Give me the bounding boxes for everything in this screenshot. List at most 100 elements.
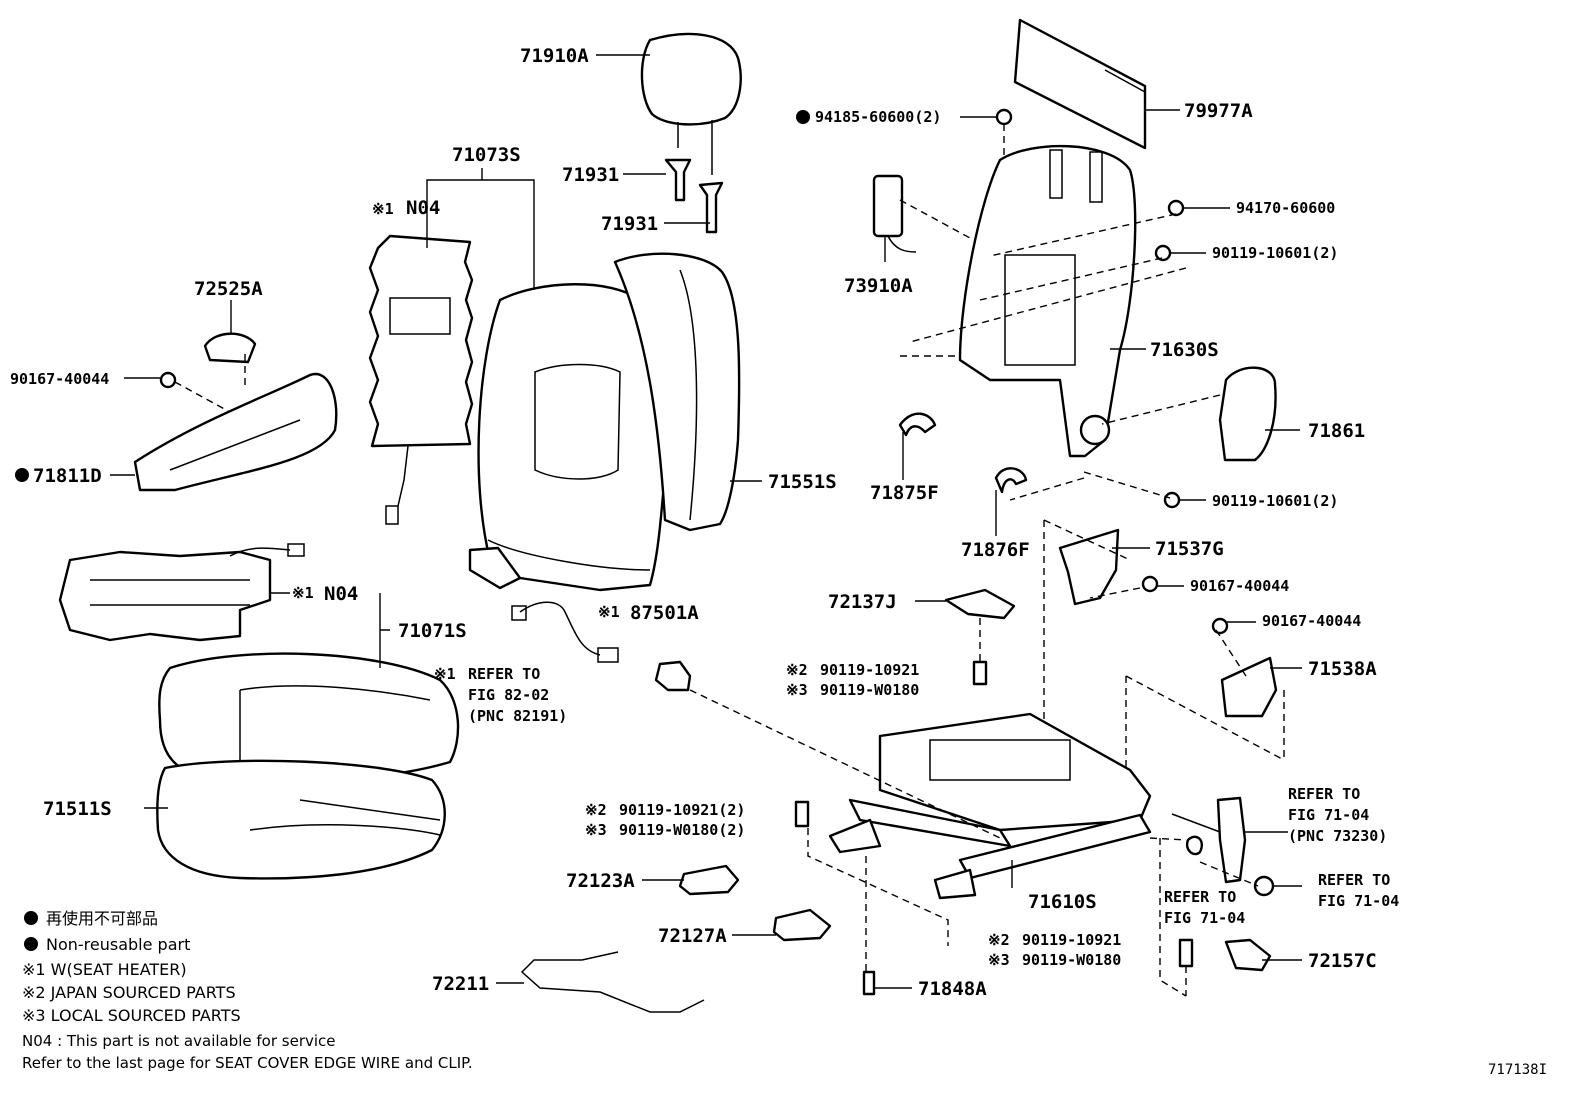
label-m3-w0180: 90119-W0180 — [820, 681, 919, 699]
label-refer-7104c-l2: FIG 71-04 — [1318, 892, 1399, 910]
bolt-90119-10921-2 — [794, 800, 810, 828]
recliner-knob-72525A — [203, 332, 257, 364]
screw-90167-40044-left — [159, 371, 177, 389]
label-71551S: 71551S — [768, 471, 837, 493]
label-94185-60600: 94185-60600(2) — [815, 108, 941, 126]
side-airbag-73910A — [872, 174, 917, 253]
label-71511S: 71511S — [43, 798, 112, 820]
cover-72127A — [772, 908, 832, 942]
label-71861: 71861 — [1308, 420, 1365, 442]
label-71910A: 71910A — [520, 45, 589, 67]
label-refer-8202-l2: FIG 82-02 — [468, 686, 549, 704]
bracket-71538A — [1220, 656, 1278, 718]
label-71073S: 71073S — [452, 144, 521, 166]
bolt-90119-10921-lower — [1178, 938, 1194, 968]
label-71630S: 71630S — [1150, 339, 1219, 361]
label-71875F: 71875F — [870, 482, 939, 504]
label-m3-w0180-2-mark: ※3 — [585, 821, 607, 839]
label-m3-w0180-3: 90119-W0180 — [1022, 951, 1121, 969]
label-73910A: 73910A — [844, 275, 913, 297]
legend-note-2: ※2 JAPAN SOURCED PARTS — [22, 983, 236, 1002]
label-71931-b: 71931 — [601, 213, 658, 235]
label-87501A-mark: ※1 — [598, 603, 620, 621]
seat-belt-buckle — [1171, 796, 1247, 884]
nut-refer-71-04 — [1253, 875, 1275, 897]
headrest-guide-71931-a — [664, 158, 692, 202]
label-72157C: 72157C — [1308, 950, 1377, 972]
seatback-frame-71630S — [958, 144, 1137, 458]
cover-72137J — [944, 588, 1016, 620]
label-m2-10921: 90119-10921 — [820, 661, 919, 679]
nut-94185-60600 — [995, 108, 1013, 126]
screw-90167-40044-r1 — [1141, 575, 1159, 593]
label-71876F: 71876F — [961, 539, 1030, 561]
label-94170-60600: 94170-60600 — [1236, 199, 1335, 217]
label-79977A: 79977A — [1184, 100, 1253, 122]
legend-n04-note: N04 : This part is not available for ser… — [22, 1032, 336, 1050]
headrest-guide-71931-b — [698, 181, 724, 234]
label-refer-8202-l1: REFER TO — [468, 665, 540, 683]
label-refer-8202-l3: (PNC 82191) — [468, 707, 567, 725]
label-m2-10921-3: 90119-10921 — [1022, 931, 1121, 949]
legend-dot-jp — [24, 911, 38, 925]
label-m3-w0180-3-mark: ※3 — [988, 951, 1010, 969]
label-refer-7104a-l1: REFER TO — [1288, 785, 1360, 803]
label-72123A: 72123A — [566, 870, 635, 892]
cover-72123A — [678, 864, 740, 896]
label-refer-7104b-l2: FIG 71-04 — [1164, 909, 1245, 927]
label-m2-10921-2-mark: ※2 — [585, 801, 607, 819]
label-90119-10601-b: 90119-10601(2) — [1212, 492, 1338, 510]
label-90167-40044-r2: 90167-40044 — [1262, 612, 1361, 630]
label-n04-mid-mark: ※1 — [292, 584, 314, 602]
clip-71876F — [994, 467, 1028, 494]
recliner-cover-71861 — [1218, 366, 1277, 462]
label-71610S: 71610S — [1028, 891, 1097, 913]
bolt-90119-10921-upper — [972, 660, 988, 686]
screw-90167-40044-r2 — [1211, 617, 1229, 635]
seatback-pad-71551S — [613, 252, 741, 532]
non-reusable-dot-94185 — [796, 110, 810, 124]
legend-note-1: ※1 W(SEAT HEATER) — [22, 960, 187, 979]
label-72137J: 72137J — [828, 591, 897, 613]
seatback-heater-pad — [368, 234, 474, 525]
bracket-71537G — [1058, 528, 1120, 606]
label-n04-top: N04 — [406, 197, 440, 219]
label-71538A: 71538A — [1308, 658, 1377, 680]
dashed-assembly-lines — [174, 124, 1285, 997]
label-m2-10921-2: 90119-10921(2) — [619, 801, 745, 819]
seat-cushion-pad-71511S — [156, 759, 446, 880]
clip-71875F — [898, 412, 937, 437]
label-refer-8202-mark: ※1 — [434, 665, 456, 683]
legend-refer-note: Refer to the last page for SEAT COVER ED… — [22, 1054, 473, 1072]
bolt-90119-10601-b — [1163, 491, 1181, 509]
legend-non-reusable-en: Non-reusable part — [46, 935, 190, 954]
label-refer-7104a-l3: (PNC 73230) — [1288, 827, 1387, 845]
label-71811D: 71811D — [33, 465, 102, 487]
label-m3-w0180-mark: ※3 — [786, 681, 808, 699]
seat-track-71610S — [828, 712, 1152, 900]
label-refer-7104c-l1: REFER TO — [1318, 871, 1390, 889]
screw-71848A — [862, 970, 876, 996]
legend: 再使用不可部品 Non-reusable part ※1 W(SEAT HEAT… — [22, 909, 473, 1072]
label-n04-top-mark: ※1 — [372, 200, 394, 218]
label-refer-7104a-l2: FIG 71-04 — [1288, 806, 1369, 824]
lumbar-79977A — [1013, 18, 1147, 150]
label-90167-40044-left: 90167-40044 — [10, 370, 109, 388]
label-refer-7104b-l1: REFER TO — [1164, 888, 1236, 906]
wire-72211 — [520, 951, 705, 1013]
leader-lines — [110, 54, 1302, 989]
headrest-71910A — [640, 32, 742, 175]
side-cover-71811D — [133, 372, 338, 492]
legend-non-reusable-jp: 再使用不可部品 — [46, 909, 158, 928]
cover-72157C — [1224, 938, 1272, 972]
label-71848A: 71848A — [918, 978, 987, 1000]
label-90119-10601-a: 90119-10601(2) — [1212, 244, 1338, 262]
label-m2-10921-mark: ※2 — [786, 661, 808, 679]
bolt-94170-60600 — [1167, 199, 1185, 217]
label-72127A: 72127A — [658, 925, 727, 947]
label-90167-40044-r1: 90167-40044 — [1190, 577, 1289, 595]
harness-87501A — [511, 601, 692, 692]
label-m2-10921-3-mark: ※2 — [988, 931, 1010, 949]
label-72525A: 72525A — [194, 278, 263, 300]
